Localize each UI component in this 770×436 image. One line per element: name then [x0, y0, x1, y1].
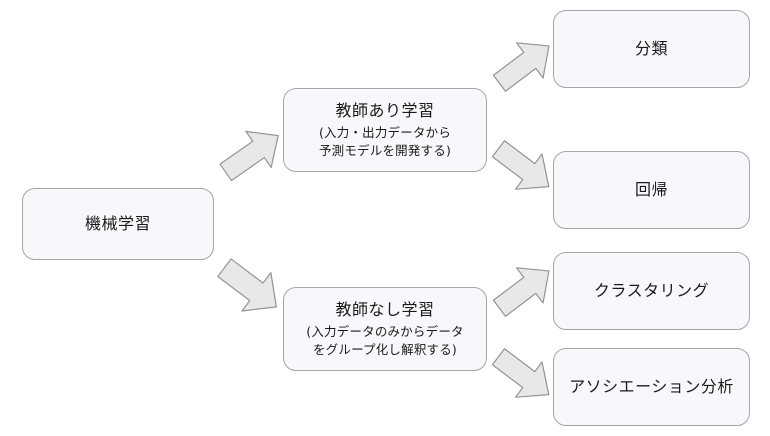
node-machine-learning-label: 機械学習: [84, 214, 151, 234]
node-unsupervised-learning-title: 教師なし学習: [335, 300, 435, 320]
arrow-root-to-unsupervised: [208, 248, 292, 326]
node-unsupervised-learning[interactable]: 教師なし学習 (入力データのみからデータ をグループ化し解釈する): [283, 287, 487, 371]
arrow-unsupervised-to-association: [485, 340, 563, 412]
arrow-root-to-supervised: [212, 118, 292, 190]
node-supervised-learning-title: 教師あり学習: [335, 101, 435, 121]
node-regression[interactable]: 回帰: [553, 151, 750, 229]
node-regression-label: 回帰: [634, 180, 668, 200]
node-classification[interactable]: 分類: [553, 10, 750, 88]
arrow-unsupervised-to-clustering: [487, 254, 563, 324]
node-clustering-label: クラスタリング: [593, 281, 710, 301]
node-clustering[interactable]: クラスタリング: [553, 252, 750, 330]
node-supervised-learning[interactable]: 教師あり学習 (入力・出力データから 予測モデルを開発する): [283, 88, 487, 172]
node-association-analysis[interactable]: アソシエーション分析: [553, 348, 750, 426]
node-machine-learning[interactable]: 機械学習: [22, 188, 214, 260]
node-supervised-learning-sub-line1: (入力・出力データから: [318, 124, 452, 140]
node-association-analysis-label: アソシエーション分析: [569, 377, 734, 397]
node-classification-label: 分類: [634, 39, 668, 59]
node-unsupervised-learning-sub-line1: (入力データのみからデータ: [306, 323, 464, 339]
arrow-supervised-to-classification: [487, 28, 563, 100]
node-unsupervised-learning-sub-line2: をグループ化し解釈する): [312, 342, 458, 358]
arrow-supervised-to-regression: [485, 132, 563, 204]
node-supervised-learning-sub-line2: 予測モデルを開発する): [318, 143, 452, 159]
